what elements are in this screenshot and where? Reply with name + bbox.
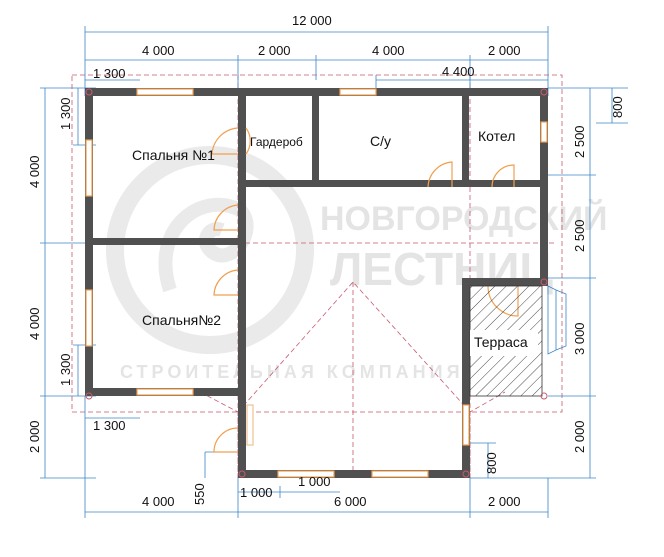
terrace-label-bg <box>470 330 538 356</box>
dim-bottom-inner-left: 1 300 <box>93 418 126 433</box>
dim-left-3: 4 000 <box>27 307 42 340</box>
dim-bottom-550: 550 <box>192 483 207 505</box>
window-bedroom2-bottom <box>136 388 194 396</box>
dim-right-1: 800 <box>610 96 625 118</box>
window-boiler-right <box>540 121 548 143</box>
roof-corner-left <box>199 391 239 478</box>
window-bedroom2-left <box>85 289 93 347</box>
wall-bedroom-partition <box>93 238 246 245</box>
corner-marker <box>540 88 548 96</box>
dim-bottom-3: 2 000 <box>488 494 521 509</box>
window-bath-top <box>339 88 377 96</box>
terrace-steps <box>547 285 557 355</box>
wall-bedroom2-hall <box>238 243 246 396</box>
door-bedroom2 <box>213 269 239 296</box>
corner-marker <box>85 88 93 96</box>
door-entrance <box>213 427 239 453</box>
watermark-line1: НОВГОРОДСКИЙ <box>320 199 607 238</box>
outer-axis-rect <box>71 74 563 413</box>
dim-top-inner-right: 4 400 <box>442 64 475 79</box>
dim-bottom-1000a: 1 000 <box>240 485 273 500</box>
corner-marker <box>85 392 93 400</box>
terrace-hatch <box>469 285 567 397</box>
dim-bottom-2: 6 000 <box>334 494 367 509</box>
dim-right-3: 2 500 <box>572 219 587 252</box>
terrace-steps-2 <box>555 289 567 351</box>
dim-top-2: 2 000 <box>258 43 291 58</box>
dim-bottom-1000b: 1 000 <box>298 474 331 489</box>
room-label-bedroom2: Спальня№2 <box>142 312 221 328</box>
window-hall-left <box>246 404 254 446</box>
corner-marker <box>238 470 246 478</box>
dim-top-4: 2 000 <box>488 43 521 58</box>
dimension-labels-horizontal: 12 000 4 000 2 000 4 000 2 000 1 300 4 4… <box>93 13 521 509</box>
dimension-lines <box>40 26 628 518</box>
window-hall-bottom-1 <box>277 470 335 478</box>
dim-bottom-800: 800 <box>484 452 499 474</box>
door-hall-1 <box>213 204 239 231</box>
roof-ridge-left <box>237 281 471 413</box>
room-label-terrace: Терраса <box>474 334 528 350</box>
window-bedroom1-left <box>85 139 93 197</box>
room-label-bedroom1: Спальня №1 <box>132 147 215 163</box>
windows <box>85 88 548 478</box>
window-hall-bottom-2 <box>371 470 429 478</box>
dim-top-1: 4 000 <box>142 43 175 58</box>
corner-marker <box>462 470 470 478</box>
wall-left <box>85 88 93 396</box>
room-labels: Спальня №1 Спальня№2 Гардероб С/у Котел … <box>132 128 528 350</box>
dim-top-total: 12 000 <box>292 13 332 28</box>
wall-bump-left <box>238 388 246 478</box>
wall-bump-bottom <box>238 470 470 478</box>
corner-marker <box>540 392 548 400</box>
room-label-bathroom: С/у <box>370 133 391 149</box>
wall-bedroom-hall <box>238 88 246 243</box>
door-bedroom1 <box>211 127 239 155</box>
room-label-wardrobe: Гардероб <box>250 135 303 149</box>
room-label-boiler: Котел <box>478 128 515 144</box>
dim-right-4: 3 000 <box>572 322 587 355</box>
dim-left-5: 2 000 <box>27 420 42 453</box>
door-wardrobe <box>245 127 251 155</box>
corner-marker <box>540 278 548 286</box>
dim-right-5: 2 000 <box>572 420 587 453</box>
wall-terrace-top <box>462 278 548 286</box>
dim-top-inner-left: 1 300 <box>93 66 126 81</box>
wall-wardrobe-bath <box>312 88 319 187</box>
wall-boiler-bottom <box>462 180 548 187</box>
door-bath <box>427 161 453 188</box>
dimension-labels-vertical: 1 300 4 000 4 000 1 300 2 000 800 2 500 … <box>27 96 625 505</box>
wall-service-bottom <box>238 180 470 187</box>
dim-right-2: 2 500 <box>572 125 587 158</box>
window-bedroom1-top <box>136 88 194 96</box>
watermark-line3: СТРОИТЕЛЬНАЯ КОМПАНИЯ <box>120 362 464 382</box>
door-boiler <box>491 164 515 188</box>
wall-terrace-left <box>462 278 470 396</box>
dim-left-1: 1 300 <box>58 97 73 130</box>
window-hall-right <box>462 404 470 446</box>
wall-bath-boiler <box>462 88 469 187</box>
dim-top-3: 4 000 <box>372 43 405 58</box>
dim-left-2: 4 000 <box>27 155 42 188</box>
dim-left-4: 1 300 <box>58 353 73 386</box>
corner-markers <box>85 88 548 478</box>
dim-bottom-1: 4 000 <box>142 494 175 509</box>
